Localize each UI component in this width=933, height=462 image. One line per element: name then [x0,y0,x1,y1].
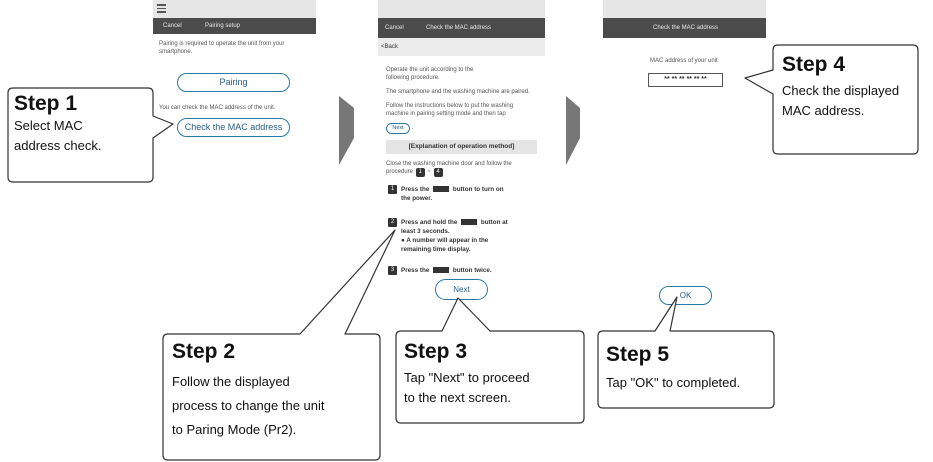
step-text: Check the displayed [782,83,900,98]
callout-step-1: Step 1 Select MAC address check. [14,92,149,156]
callout-step-2-shape [162,229,396,461]
step-title: Step 2 [172,340,236,363]
step-text: process to change the unit [172,398,325,413]
mac-hint-text: You can check the MAC address of the uni… [159,105,276,111]
header-bar: Cancel Check the MAC address [378,18,545,38]
step-title: Step 3 [404,340,468,363]
step-title: Step 1 [14,92,78,115]
power-button-icon [433,186,450,193]
pairing-button-icon [461,219,478,226]
callout-step-3-shape [395,297,585,424]
ok-button[interactable]: OK [659,286,712,305]
subheader-bar: <Back [378,38,545,56]
mode-button-icon [433,267,450,274]
check-mac-address-button[interactable]: Check the MAC address [177,118,290,137]
instructions-text: Operate the unit according to the follow… [386,67,530,117]
callout-step-2: Step 2 Follow the displayed process to c… [172,340,377,442]
item-number-badge: 1 [388,185,397,194]
step-number-badge: 1 [415,168,425,177]
right-arrow-icon [339,96,354,165]
header-bar: Check the MAC address [603,18,766,38]
pairing-button[interactable]: Pairing [177,73,290,92]
next-button[interactable]: Next [435,279,488,300]
explanation-heading: [Explanation of operation method] [386,140,537,154]
step-text: MAC address. [782,103,865,118]
screen-mac-address-result: Check the MAC address MAC address of you… [603,0,766,315]
top-bar [153,0,316,18]
top-bar [378,0,545,18]
top-bar [603,0,766,18]
step-text: Follow the displayed [172,374,290,389]
cancel-link[interactable]: Cancel [163,23,182,29]
header-bar: Cancel Pairing setup [153,18,316,34]
callout-step-4: Step 4 Check the displayed MAC address. [782,53,916,121]
callout-step-4-shape [744,44,919,155]
item-number-badge: 2 [388,218,397,227]
screen-title: Check the MAC address [426,25,492,31]
step-text: Tap "OK" to completed. [606,375,741,390]
inline-next-button[interactable]: Next [386,123,410,134]
step-title: Step 4 [782,53,846,76]
callout-step-5: Step 5 Tap "OK" to completed. [606,343,774,393]
hamburger-menu-icon[interactable] [157,4,166,13]
close-door-text: Close the washing machine door and follo… [386,161,512,177]
mac-address-label: MAC address of your unit [650,58,718,64]
inline-next-row: Next . [386,123,413,134]
cancel-link[interactable]: Cancel [385,25,404,31]
screen-title: Pairing setup [205,23,241,29]
step-title: Step 5 [606,343,670,366]
back-link[interactable]: <Back [381,44,398,50]
right-arrow-icon [566,96,580,165]
callout-step-3: Step 3 Tap "Next" to proceed to the next… [404,340,582,408]
step-text: to the next screen. [404,390,511,405]
callout-step-1-shape [7,87,174,183]
callout-step-5-shape [597,296,775,409]
step-number-badge: 4 [433,168,443,177]
item-number-badge: 3 [388,266,397,275]
step-text: address check. [14,138,102,153]
step-text: Select MAC [14,118,83,133]
screen-check-mac-procedure: Cancel Check the MAC address <Back Opera… [378,0,545,305]
step-text: Tap "Next" to proceed [404,370,530,385]
screen-pairing-setup: Cancel Pairing setup Pairing is required… [153,0,316,170]
screen-title: Check the MAC address [653,25,719,31]
step-text: to Paring Mode (Pr2). [172,422,297,437]
intro-text: Pairing is required to operate the unit … [159,41,285,55]
mac-address-value: ** ** ** ** ** ** [648,73,723,87]
